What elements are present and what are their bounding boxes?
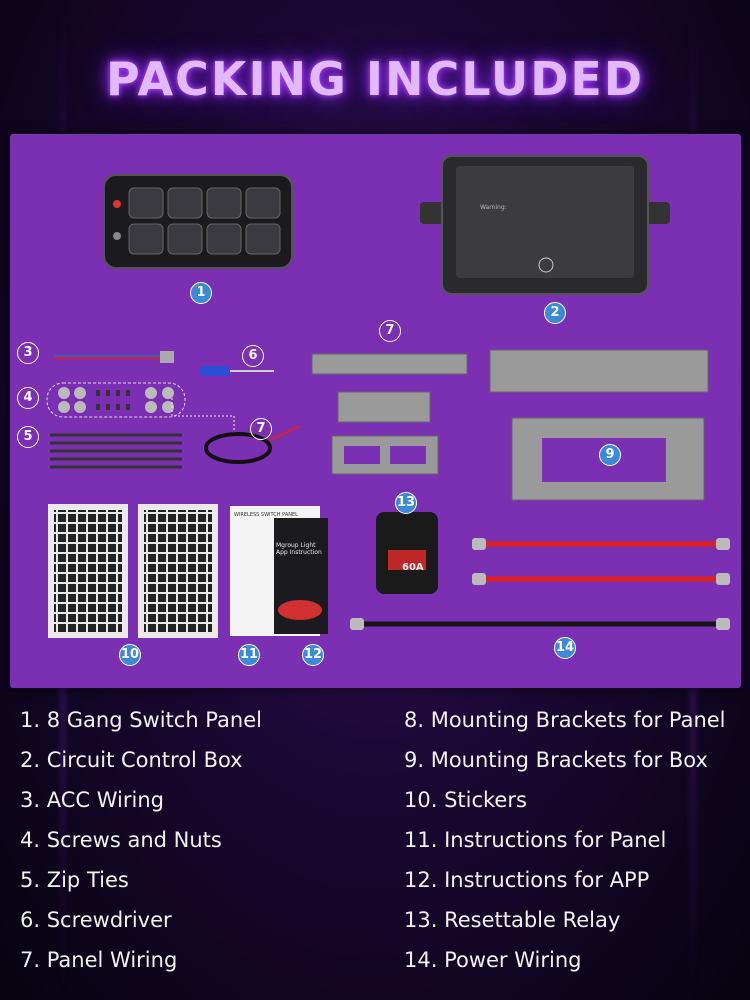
screwdriver-image — [200, 366, 274, 376]
list-item: 10. Stickers — [404, 788, 527, 812]
box-brackets-image — [489, 349, 709, 501]
switch-panel-image — [103, 174, 293, 269]
stickers-image — [48, 504, 218, 638]
card-title-text: WIRELESS SWITCH PANEL — [234, 512, 298, 518]
screws-nuts-image — [46, 382, 186, 418]
callout-5: 5 — [17, 426, 39, 448]
callout-10: 10 — [119, 644, 141, 666]
callout-3: 3 — [17, 342, 39, 364]
callout-7a: 7 — [250, 418, 272, 440]
callout-13: 13 — [395, 492, 417, 514]
list-item: 12. Instructions for APP — [404, 868, 650, 892]
zip-ties-image — [50, 433, 182, 469]
callout-1: 1 — [190, 282, 212, 304]
acc-wiring-image — [54, 351, 174, 363]
callout-11: 11 — [238, 644, 260, 666]
list-item: 5. Zip Ties — [20, 868, 129, 892]
product-panel: 1 Warning: 2 3 6 4 5 7 7 — [10, 134, 741, 688]
callout-14: 14 — [554, 637, 576, 659]
list-item: 1. 8 Gang Switch Panel — [20, 708, 262, 732]
red-power-wires-image — [472, 538, 730, 585]
list-item: 11. Instructions for Panel — [404, 828, 667, 852]
list-item: 3. ACC Wiring — [20, 788, 164, 812]
callout-2: 2 — [544, 302, 566, 324]
callout-7b: 7 — [379, 320, 401, 342]
list-item: 6. Screwdriver — [20, 908, 172, 932]
list-item: 13. Resettable Relay — [404, 908, 621, 932]
callout-9: 9 — [599, 444, 621, 466]
control-box-image — [420, 155, 670, 295]
list-item: 7. Panel Wiring — [20, 948, 178, 972]
breaker-rating-text: 60A — [402, 562, 424, 573]
list-item: 2. Circuit Control Box — [20, 748, 243, 772]
items-list-right: 8. Mounting Brackets for Panel 9. Mounti… — [404, 704, 726, 984]
callout-12: 12 — [302, 644, 324, 666]
box-warning-text: Warning: — [480, 204, 507, 211]
list-item: 9. Mounting Brackets for Box — [404, 748, 708, 772]
list-item: 8. Mounting Brackets for Panel — [404, 708, 726, 732]
callout-6: 6 — [242, 345, 264, 367]
black-power-wire-image — [350, 618, 730, 630]
instruction-cards-image — [230, 506, 328, 636]
list-item: 14. Power Wiring — [404, 948, 582, 972]
callout-4: 4 — [17, 387, 39, 409]
panel-wiring-image — [171, 398, 301, 464]
resettable-relay-image — [376, 512, 438, 594]
list-item: 4. Screws and Nuts — [20, 828, 222, 852]
panel-brackets-image — [311, 353, 468, 475]
card-app-text: Mgroup Light App Instruction — [276, 542, 322, 556]
page-title: PACKING INCLUDED — [105, 52, 645, 106]
items-list-left: 1. 8 Gang Switch Panel 2. Circuit Contro… — [20, 704, 262, 984]
